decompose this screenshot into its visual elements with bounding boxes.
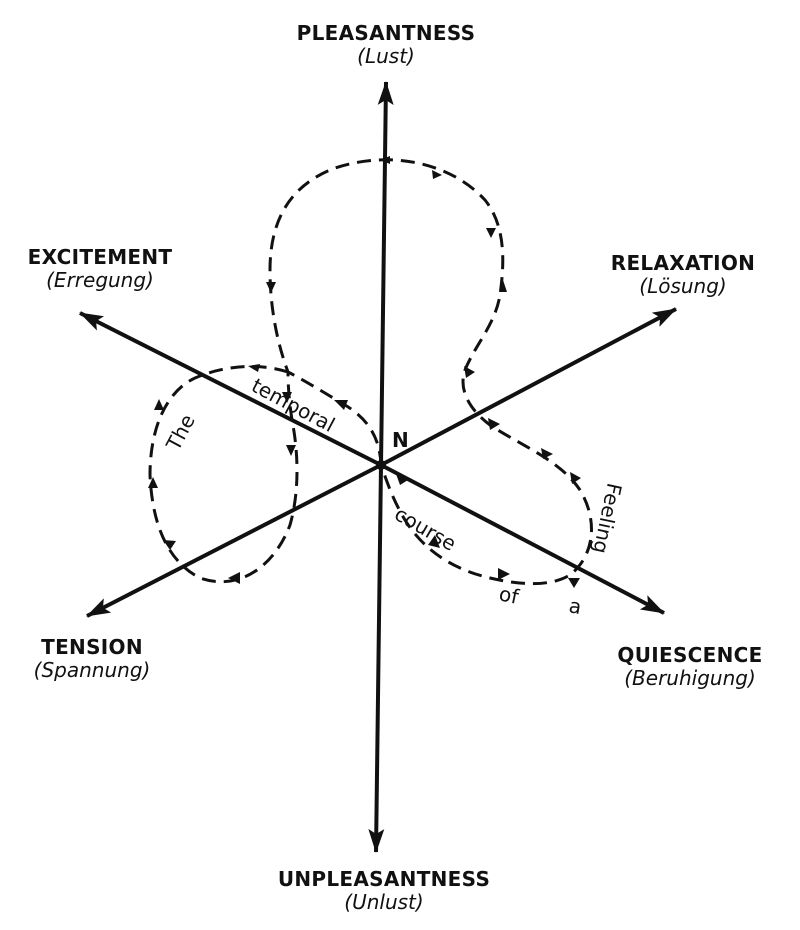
relaxation-label-english: RELAXATION xyxy=(610,251,756,275)
relaxation-label: RELAXATION (Lösung) xyxy=(611,252,755,298)
pleasantness-label-english: PLEASANTNESS xyxy=(296,21,476,45)
course-arrow xyxy=(380,156,390,164)
pleasantness-axis xyxy=(377,81,394,466)
unpleasantness-label-english: UNPLEASANTNESS xyxy=(277,867,491,891)
tension-axis xyxy=(86,463,382,618)
path-word-course: course xyxy=(391,502,461,556)
course-arrow xyxy=(486,228,496,238)
course-arrow xyxy=(266,282,276,293)
relaxation-axis xyxy=(380,307,677,467)
path-word-a: a xyxy=(567,593,583,619)
course-arrow xyxy=(428,535,440,548)
course-arrow xyxy=(464,366,475,378)
course-arrow xyxy=(228,572,240,584)
unpleasantness-label: UNPLEASANTNESS (Unlust) xyxy=(278,868,490,914)
quiescence-label-english: QUIESCENCE xyxy=(617,643,763,667)
quiescence-label-german: (Beruhigung) xyxy=(624,666,756,690)
relaxation-label-german: (Lösung) xyxy=(639,274,727,298)
course-arrow xyxy=(334,400,348,410)
course-arrow xyxy=(541,448,553,459)
quiescence-axis xyxy=(380,463,665,615)
course-arrow xyxy=(488,418,500,430)
course-arrow xyxy=(570,472,581,484)
unpleasantness-axis xyxy=(368,464,385,853)
path-word-the: The xyxy=(161,410,200,455)
pleasantness-label-german: (Lust) xyxy=(357,44,415,68)
course-arrow xyxy=(248,364,260,372)
feeling-course-path xyxy=(148,158,593,586)
course-arrow xyxy=(432,170,442,179)
tension-label-german: (Spannung) xyxy=(33,658,151,682)
excitement-label-english: EXCITEMENT xyxy=(27,245,173,269)
course-arrow xyxy=(498,568,510,580)
unpleasantness-label-german: (Unlust) xyxy=(344,890,424,914)
origin-label: N xyxy=(392,428,409,452)
quiescence-label: QUIESCENCE (Beruhigung) xyxy=(617,644,762,690)
course-arrow xyxy=(568,578,580,588)
pleasantness-label: PLEASANTNESS (Lust) xyxy=(297,22,476,68)
course-arrow xyxy=(286,445,296,456)
path-word-of: of xyxy=(497,581,522,609)
course-arrow xyxy=(163,540,176,550)
course-direction-arrows xyxy=(148,156,581,588)
path-word-feeling: Feeling xyxy=(588,481,626,556)
excitement-label-german: (Erregung) xyxy=(46,268,154,292)
course-arrow xyxy=(499,280,507,292)
excitement-label: EXCITEMENT (Erregung) xyxy=(28,246,173,292)
tension-label-english: TENSION xyxy=(41,635,143,659)
course-arrow xyxy=(154,399,164,410)
course-arrow xyxy=(282,392,292,403)
course-arrow xyxy=(396,474,408,485)
origin-point xyxy=(376,460,386,470)
course-arrow xyxy=(148,477,158,488)
tension-label: TENSION (Spannung) xyxy=(34,636,151,682)
excitement-axis xyxy=(79,311,382,467)
